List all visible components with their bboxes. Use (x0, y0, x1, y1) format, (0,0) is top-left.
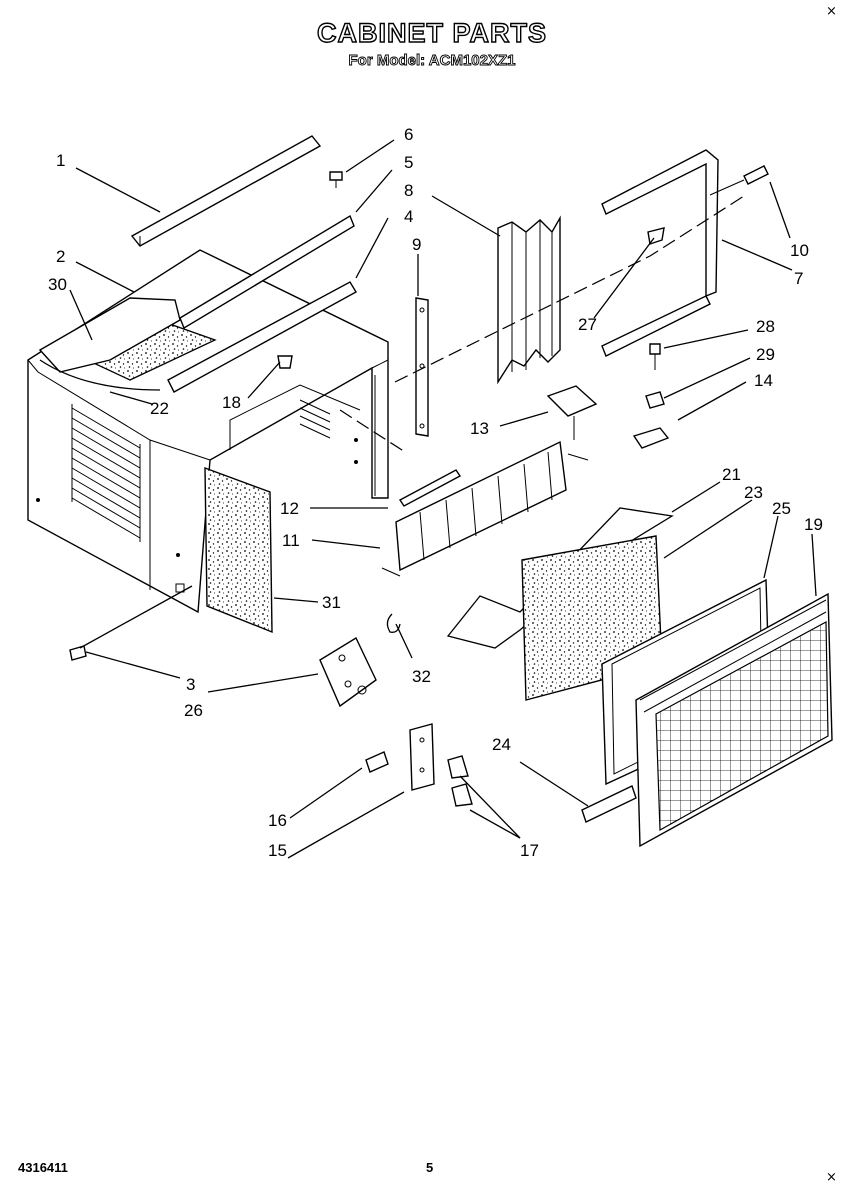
side-frame-7 (601, 149, 719, 357)
callout-11: 11 (282, 531, 300, 550)
screw-10 (709, 165, 769, 196)
callout-labels: 1 2 3 4 5 6 7 8 9 10 11 12 13 14 15 16 1… (48, 125, 823, 860)
screw-3 (69, 645, 87, 661)
leader-lines (69, 139, 817, 859)
callout-18: 18 (222, 393, 241, 412)
screw-6 (329, 171, 343, 188)
callout-5: 5 (404, 153, 413, 172)
callout-32: 32 (412, 667, 431, 686)
callout-22: 22 (150, 399, 169, 418)
bracket-9 (415, 297, 429, 437)
knob-17-upper (447, 755, 469, 779)
callout-1: 1 (56, 151, 65, 170)
plate-15 (409, 723, 435, 791)
callout-4: 4 (404, 207, 413, 226)
clip-29 (645, 391, 665, 409)
callout-19: 19 (804, 515, 823, 534)
top-rail-1 (130, 135, 322, 247)
wire-frame-21 (446, 507, 674, 649)
louver-assembly-11 (381, 440, 589, 577)
model-subtitle: For Model: ACM102XZ1 (348, 52, 516, 70)
callout-9: 9 (412, 235, 421, 254)
callout-12: 12 (280, 499, 299, 518)
callout-25: 25 (772, 499, 791, 518)
corner-mark-bottom-right: × (826, 1170, 837, 1185)
callout-31: 31 (322, 593, 341, 612)
top-insulation-pad (38, 297, 217, 391)
clip-27 (647, 227, 665, 245)
page-title: CABINET PARTS (316, 17, 547, 48)
screw-28 (649, 343, 661, 370)
callout-30: 30 (48, 275, 67, 294)
corner-mark-top-right: × (826, 4, 837, 19)
callout-17: 17 (520, 841, 539, 860)
callout-16: 16 (268, 811, 287, 830)
callout-27: 27 (578, 315, 597, 334)
strip-24 (581, 785, 637, 823)
knob-17-lower (451, 783, 473, 807)
clip-18 (277, 355, 293, 369)
callout-26: 26 (184, 701, 203, 720)
block-16 (365, 751, 389, 773)
front-grille-19 (635, 592, 833, 848)
callout-8: 8 (404, 181, 413, 200)
callout-7: 7 (794, 269, 803, 288)
filter-31 (204, 466, 273, 634)
document-number: 4316411 (18, 1160, 68, 1175)
callout-14: 14 (754, 371, 773, 390)
latch-13 (546, 385, 598, 440)
bracket-26 (319, 636, 377, 708)
callout-10: 10 (790, 241, 809, 260)
rail-5 (179, 214, 355, 330)
callout-6: 6 (404, 125, 413, 144)
callout-2: 2 (56, 247, 65, 266)
callout-21: 21 (722, 465, 741, 484)
callout-3: 3 (186, 675, 195, 694)
callout-24: 24 (492, 735, 511, 754)
callout-23: 23 (744, 483, 763, 502)
rail-4 (167, 281, 357, 393)
bar-12 (398, 469, 462, 507)
callout-13: 13 (470, 419, 489, 438)
accordion-panel-8 (497, 215, 561, 385)
callout-28: 28 (756, 317, 775, 336)
bracket-14 (632, 427, 670, 449)
cabinet-side-louvers (71, 404, 141, 542)
page-number: 5 (426, 1160, 434, 1175)
callout-29: 29 (756, 345, 775, 364)
callout-15: 15 (268, 841, 287, 860)
